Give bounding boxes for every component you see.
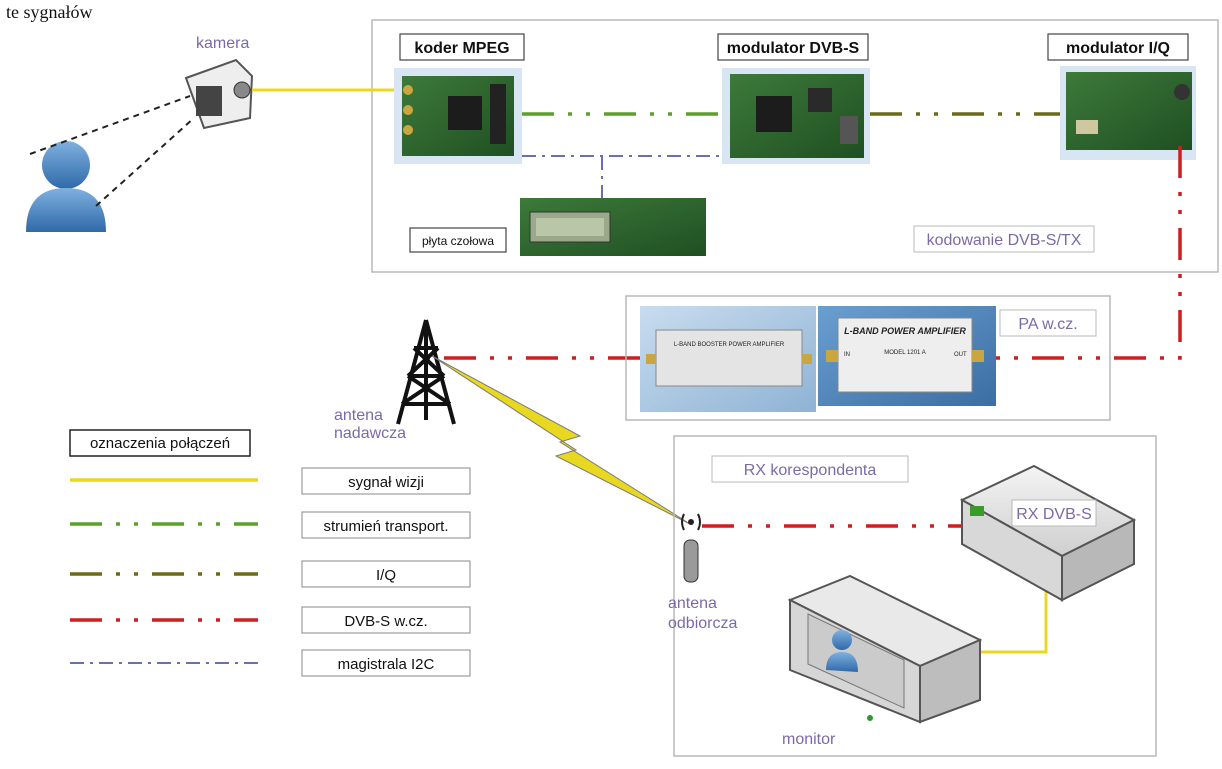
legend-label-box-rf <box>301 606 471 634</box>
modulator-dvbs-label: modulator DVB-S <box>727 40 860 57</box>
encoding-section-label: kodowanie DVB-S/TX <box>927 232 1082 249</box>
legend-item-iq: I/Q <box>70 560 471 588</box>
amplifier-2: L-BAND POWER AMPLIFIER MODEL 1201 A IN O… <box>818 306 996 406</box>
i2c-connection <box>522 155 722 198</box>
koder-label: koder MPEG <box>414 40 509 57</box>
legend-item-i2c: magistrala I2C <box>70 649 471 677</box>
modulator-iq-label: modulator I/Q <box>1066 40 1170 57</box>
legend-title-box <box>69 429 251 457</box>
legend-label-transport: strumień transport. <box>323 518 448 535</box>
modulator-iq-board <box>1060 66 1196 160</box>
person-icon <box>26 141 106 232</box>
modulator-iq-label-box <box>1047 33 1189 61</box>
legend-label-video: sygnał wizji <box>348 474 424 491</box>
tx-antenna-icon <box>396 319 456 425</box>
modulator-dvbs-board <box>722 68 870 164</box>
amplifier-1: L-BAND BOOSTER POWER AMPLIFIER <box>640 306 816 412</box>
tx-antenna-label-line2: nadawcza <box>334 425 406 442</box>
header-partial-title: te sygnałów <box>6 2 92 22</box>
receiver-label: RX DVB-S <box>1016 506 1092 523</box>
rx-antenna-label-line1: antena <box>668 595 717 612</box>
rx-section-label-box <box>711 455 909 483</box>
legend-item-video: sygnał wizji <box>70 467 471 495</box>
legend-label-i2c: magistrala I2C <box>338 656 435 673</box>
koder-label-box <box>399 33 525 61</box>
legend-item-transport: strumień transport. <box>70 511 471 539</box>
camera-label: kamera <box>196 35 249 52</box>
amplifier-2-title: L-BAND POWER AMPLIFIER <box>844 326 966 336</box>
monitor-label: monitor <box>782 731 836 748</box>
rx-section-label: RX korespondenta <box>744 462 877 479</box>
pa-label-box <box>999 309 1097 337</box>
video-connection-receiver-monitor <box>954 584 1048 654</box>
legend-title: oznaczenia połączeń <box>90 435 230 452</box>
legend-label-box-i2c <box>301 649 471 677</box>
koder-mpeg-board <box>394 68 522 164</box>
rf-connection-iq-pa <box>976 146 1182 360</box>
receiver-label-box <box>1011 499 1097 527</box>
pa-label: PA w.cz. <box>1018 316 1077 333</box>
monitor-icon <box>787 574 983 724</box>
front-panel-label: płyta czołowa <box>422 234 494 248</box>
front-panel-board <box>520 198 706 256</box>
receiver-icon <box>959 464 1137 602</box>
rx-antenna-icon <box>681 513 701 583</box>
encoding-section-box <box>371 19 1219 273</box>
camera-view-line-upper <box>29 95 191 155</box>
amplifier-2-model: MODEL 1201 A <box>884 350 925 356</box>
amplifier-2-in: IN <box>844 352 850 358</box>
legend-label-box-transport <box>301 511 471 539</box>
amplifier-2-out: OUT <box>954 352 967 358</box>
front-panel-label-box <box>409 227 507 253</box>
camera-view-line-lower <box>95 117 195 207</box>
pa-section-box <box>625 295 1111 421</box>
encoding-section-label-box <box>913 225 1095 253</box>
amplifier-1-text: L-BAND BOOSTER POWER AMPLIFIER <box>674 342 785 348</box>
legend-item-rf: DVB-S w.cz. <box>70 606 471 634</box>
legend-label-box-video <box>301 467 471 495</box>
tx-antenna-label-line1: antena <box>334 407 383 424</box>
rx-section-box <box>673 435 1157 757</box>
legend-label-iq: I/Q <box>376 567 396 584</box>
legend-label-rf: DVB-S w.cz. <box>344 613 427 630</box>
rx-antenna-label-line2: odbiorcza <box>668 615 737 632</box>
modulator-dvbs-label-box <box>717 33 869 61</box>
camera-icon <box>184 58 254 130</box>
legend-label-box-iq <box>301 560 471 588</box>
